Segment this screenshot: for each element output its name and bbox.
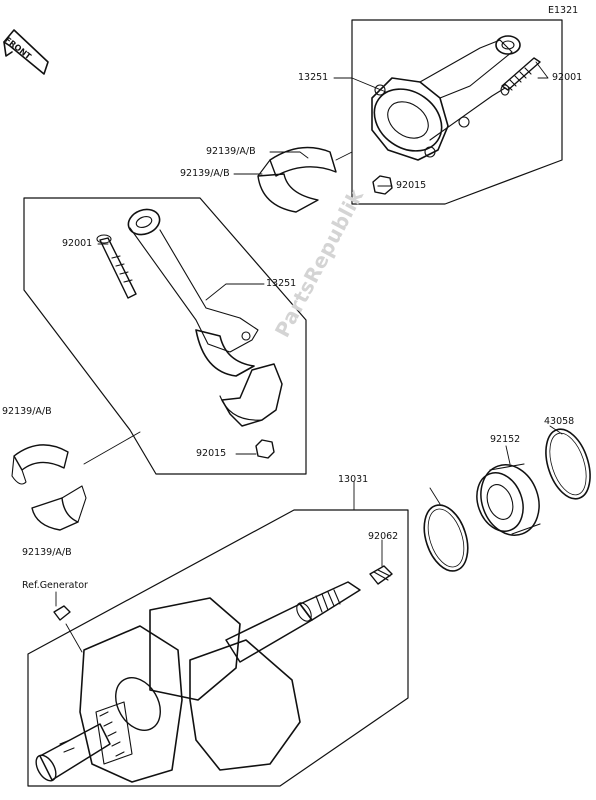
label-collar[interactable]: 92152 [490,434,521,445]
woodruff-key [53,605,71,621]
pin [369,565,393,585]
rod-nut-upper [372,175,393,195]
label-rod-lower[interactable]: 13251 [266,278,297,289]
label-bearing-left-bottom[interactable]: 92139/A/B [22,547,72,558]
label-nut-upper[interactable]: 92015 [396,180,427,191]
label-bearing-upper-2[interactable]: 92139/A/B [180,168,230,179]
upper-assembly-box [351,19,563,205]
o-ring-right [545,428,591,500]
front-arrow-icon [3,29,49,75]
rod-nut-lower [255,439,275,459]
diagram-code: E1321 [548,5,579,16]
lower-assembly-box [23,197,307,475]
o-ring-middle [423,504,469,572]
bearing-shells-upper [257,146,337,213]
label-ring-right[interactable]: 43058 [544,416,575,427]
label-pin[interactable]: 92062 [368,531,399,542]
crankshaft-box [27,509,409,787]
label-crankshaft[interactable]: 13031 [338,474,369,485]
collar [476,463,541,536]
label-bearing-left-top[interactable]: 92139/A/B [2,406,52,417]
label-ref-generator[interactable]: Ref.Generator [22,580,88,591]
label-nut-lower[interactable]: 92015 [196,448,227,459]
connecting-rod-lower [127,208,259,377]
label-bolt-upper[interactable]: 92001 [552,72,583,83]
leader-lines [55,61,563,653]
rod-cap-lower [219,363,283,427]
crankshaft [35,581,361,783]
rod-bolt-lower [96,234,137,299]
rod-bolt-upper [500,57,541,96]
bearing-shells-left [11,444,87,531]
connecting-rod-upper [371,35,521,161]
label-rod-upper[interactable]: 13251 [298,72,329,83]
label-bolt-lower[interactable]: 92001 [62,238,93,249]
label-bearing-upper-1[interactable]: 92139/A/B [206,146,256,157]
